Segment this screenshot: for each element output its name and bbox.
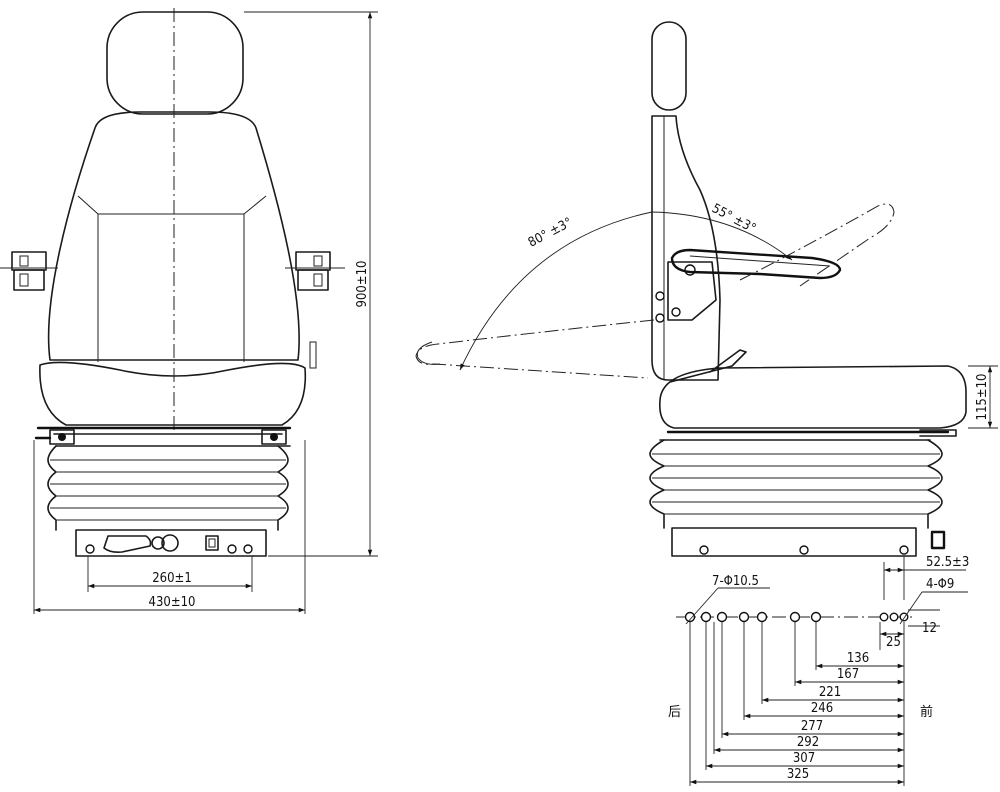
dim-distance-5: 277 <box>801 719 823 734</box>
mounting-hole-pattern: 7-Φ10.5 4-Φ9 12 25 136 167 221 246 277 2… <box>668 574 968 786</box>
label-front-holes: 4-Φ9 <box>926 577 954 592</box>
right-rail-fitting <box>261 429 287 445</box>
dim-front-spacing: 25 <box>886 635 901 650</box>
dim-overall-width: 430±10 <box>149 595 196 610</box>
backrest-reclined-phantom <box>415 319 655 379</box>
headrest-side <box>651 21 687 111</box>
dim-overall-height: 900±10 <box>355 261 370 308</box>
right-arm-bracket <box>285 251 345 291</box>
dim-distance-6: 292 <box>797 735 819 750</box>
left-rail-fitting <box>34 429 75 445</box>
adjust-knob-side <box>930 530 946 550</box>
left-arm-bracket <box>0 251 58 291</box>
dim-armrest-angle: 55° ±3° <box>709 201 758 237</box>
label-front: 前 <box>920 704 933 720</box>
backrest-side <box>651 115 721 381</box>
armrest-side <box>670 248 842 280</box>
recline-bracket <box>667 261 717 321</box>
seat-cushion-side <box>658 365 967 429</box>
suspension-bellows-front <box>47 445 291 531</box>
weight-knob <box>161 534 179 552</box>
side-view: 80° ±3° 55° ±3° 115±10 <box>415 21 998 600</box>
seat-cushion-front <box>39 361 307 426</box>
dim-cushion-height: 115±10 <box>975 374 990 421</box>
suspension-bellows-side <box>649 439 943 529</box>
dim-distance-4: 246 <box>811 701 833 716</box>
dim-distance-2: 167 <box>837 667 859 682</box>
weight-indicator <box>205 535 219 551</box>
dim-recline-angle: 80° ±3° <box>526 215 575 251</box>
backrest-panel <box>97 213 245 362</box>
headrest-front <box>106 11 244 115</box>
dim-distance-8: 325 <box>787 767 809 782</box>
dim-hole-spacing: 260±1 <box>152 571 192 586</box>
backrest-front <box>47 111 300 361</box>
dim-front-spacing-small: 12 <box>922 621 937 636</box>
dim-distance-1: 136 <box>847 651 869 666</box>
dim-distance-7: 307 <box>793 751 815 766</box>
height-adjust-lever <box>103 535 152 553</box>
base-box-side <box>671 527 917 557</box>
dim-front-offset: 52.5±3 <box>926 555 969 570</box>
base-box-front <box>75 529 267 557</box>
label-rear: 后 <box>668 705 681 720</box>
label-rear-holes: 7-Φ10.5 <box>712 574 759 589</box>
dim-distance-3: 221 <box>819 685 841 700</box>
front-view: 260±1 430±10 900±10 <box>0 8 378 614</box>
